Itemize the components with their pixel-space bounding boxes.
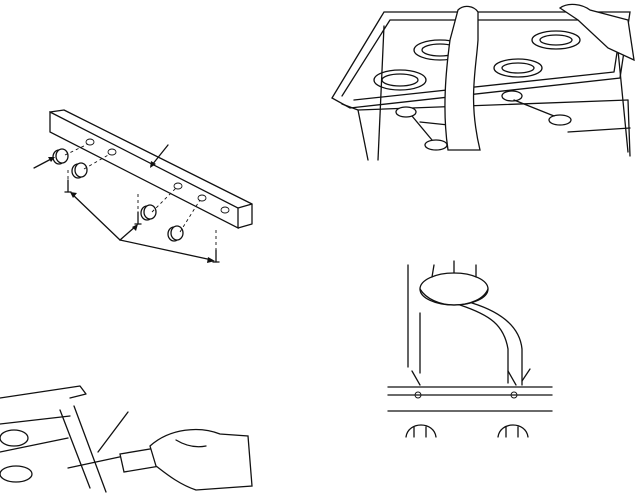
control-panel-figure [20,100,280,290]
burner-tube-venturi-icon [380,255,560,445]
screw [65,180,71,192]
knob [53,149,68,164]
knob [72,163,87,178]
burner-adjust-screwdriver-icon [0,368,270,498]
control-panel-knobs-icon [20,100,280,263]
knob [141,205,156,220]
burner-tube-figure [380,255,560,445]
screw [213,250,219,262]
screw [135,212,141,224]
knob [168,226,183,241]
cooktop-lid-lift-icon [328,0,638,170]
screwdriver-figure [0,368,270,498]
cooktop-lift-figure [328,0,638,170]
